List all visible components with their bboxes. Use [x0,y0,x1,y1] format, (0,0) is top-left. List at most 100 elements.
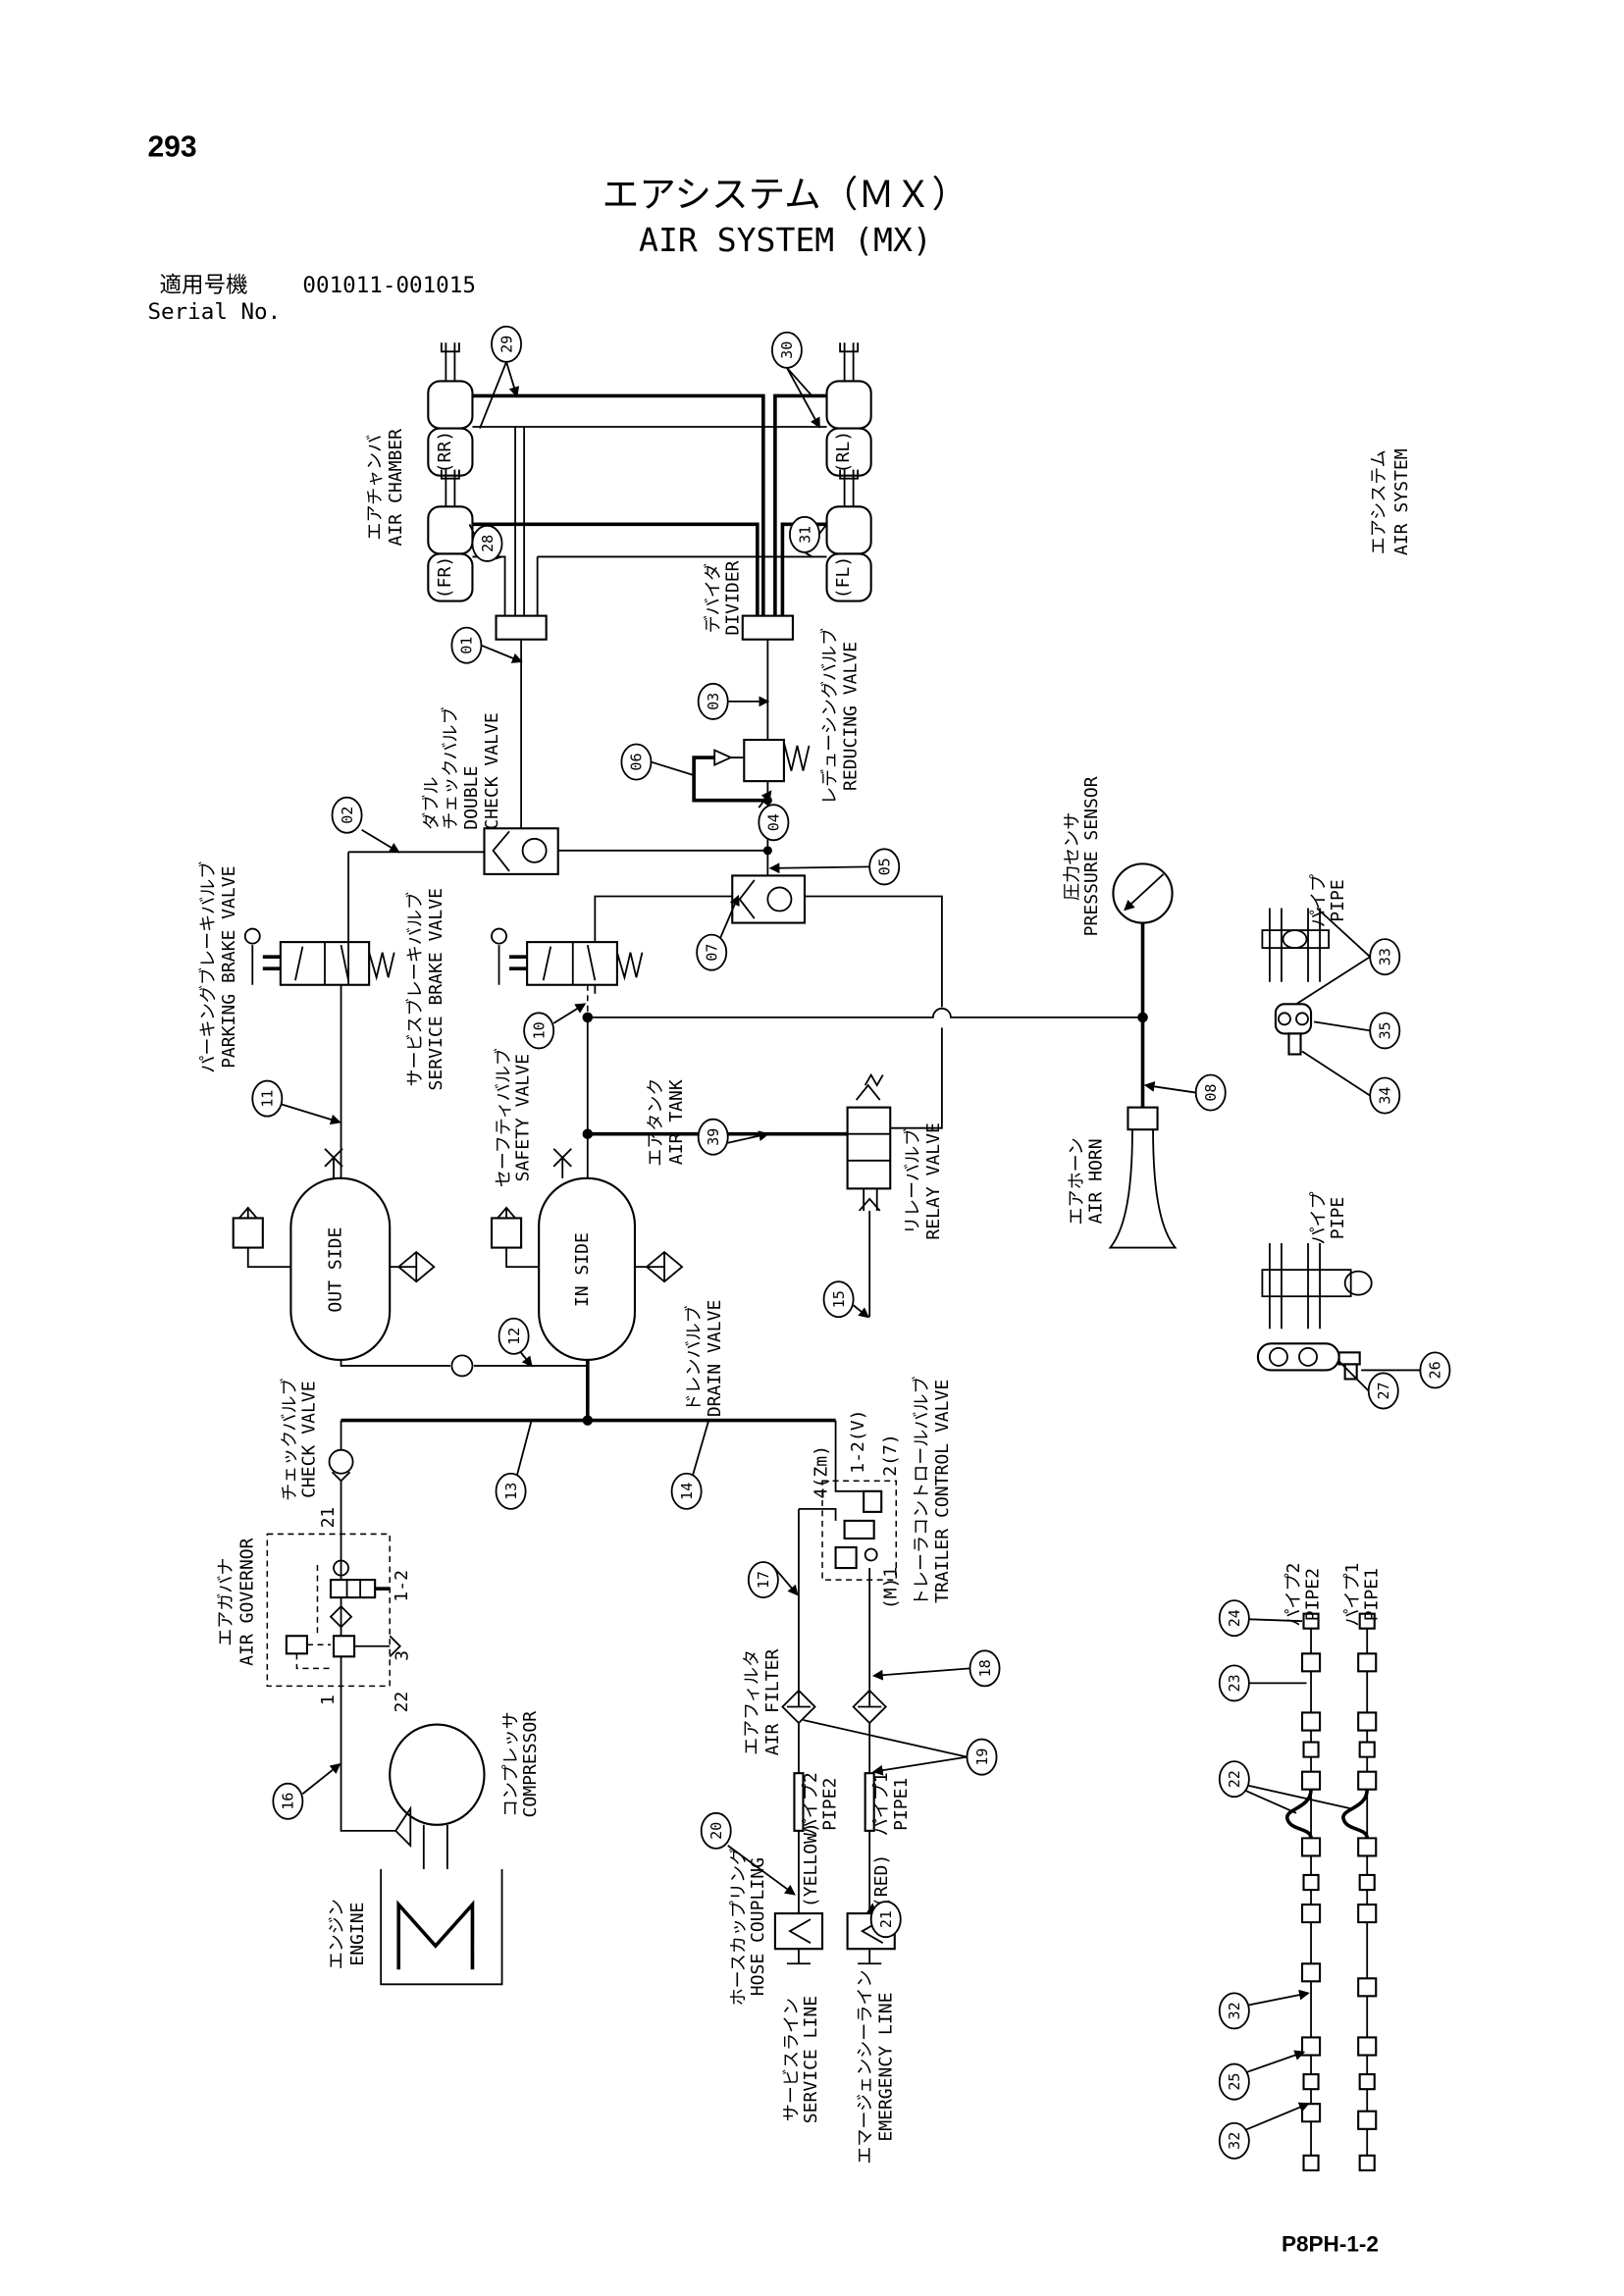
pipe2-label: パイプ2 PIPE2 [801,1772,841,1836]
balloon: 02 [331,796,363,834]
double-check-valve-label: ダブル チェックバルブ DOUBLE CHECK VALVE [420,706,502,829]
check-valve-label: チェックバルブ CHECK VALVE [279,1378,320,1500]
svg-text:AIR GOVERNOR: AIR GOVERNOR [236,1538,257,1666]
pressure-sensor [1112,862,1174,1108]
trailer-control-valve-ports: 4(Zm) 1-2(V) 2(7) (M)1 [812,1410,902,1610]
svg-text:28: 28 [479,535,497,552]
svg-text:サービスブレーキバルブ: サービスブレーキバルブ [404,892,426,1087]
trailer-control-valve [798,1480,898,1707]
svg-text:(RR): (RR) [435,431,455,473]
relay-valve-label: リレーバルブ RELAY VALVE [902,1122,944,1240]
air-tank-inside: IN SIDE [490,1148,684,1421]
pressure-sensor-label: 圧力センサ PRESSURE SENSOR [1062,776,1102,936]
svg-text:(M)1: (M)1 [880,1567,901,1609]
svg-text:AIR FILTER: AIR FILTER [762,1648,783,1755]
balloon: 29 [491,325,523,363]
svg-text:32: 32 [1226,2002,1243,2019]
svg-text:エアシステム: エアシステム [1369,449,1389,554]
compressor-label: コンプレッサ COMPRESSOR [501,1711,542,1818]
svg-text:OUT SIDE: OUT SIDE [326,1227,346,1313]
balloon: 18 [969,1649,1001,1688]
balloon: 03 [697,682,729,720]
svg-text:11: 11 [259,1090,277,1108]
svg-text:エアタンク: エアタンク [646,1078,666,1167]
svg-text:CHECK VALVE: CHECK VALVE [482,712,502,830]
service-line-label: サービスライン SERVICE LINE [781,1996,821,2123]
pipe-clamp-detail-b [1256,1243,1373,1381]
serial-range: 001011-001015 [302,273,475,298]
engine-label: エンジン ENGINE [327,1899,368,1969]
svg-text:(YELLOW): (YELLOW) [801,1822,821,1907]
svg-text:22: 22 [1226,1770,1243,1788]
hose-coupling-label: ホースカップリング HOSE COUPLING [728,1848,768,2007]
hose-coupling-service: (YELLOW) [773,1822,824,1965]
hose-detail-pipe2 [1285,1612,1322,2171]
svg-text:エアガバナ: エアガバナ [216,1558,236,1646]
svg-text:35: 35 [1377,1021,1394,1039]
svg-text:14: 14 [678,1483,696,1500]
document-code: P8PH-1-2 [1282,2232,1379,2257]
svg-text:32: 32 [1226,2132,1243,2150]
balloon: 34 [1369,1076,1401,1115]
svg-text:パイプ2: パイプ2 [801,1772,821,1836]
title-jp: エアシステム（ＭＸ） [602,173,969,216]
balloon: 08 [1194,1073,1227,1112]
svg-text:PIPE: PIPE [1328,879,1348,921]
svg-text:25: 25 [1226,2073,1243,2091]
air-governor-label: エアガバナ AIR GOVERNOR [216,1538,257,1666]
detail-pipe2-label: パイプ2 PIPE2 [1283,1563,1324,1627]
compressor [389,1723,486,1869]
svg-text:18: 18 [976,1659,994,1677]
svg-text:4(Zm): 4(Zm) [812,1445,832,1498]
balloon: 04 [758,804,790,842]
service-brake-valve-label: サービスブレーキバルブ SERVICE BRAKE VALVE [404,888,446,1090]
trailer-control-valve-label: トレーラコントロールバルブ TRAILER CONTROL VALVE [911,1377,953,1607]
svg-text:ENGINE: ENGINE [347,1903,368,1966]
svg-text:パイプ1: パイプ1 [1342,1563,1363,1627]
svg-text:08: 08 [1202,1084,1220,1102]
balloon: 32 [1218,2121,1250,2160]
svg-text:コンプレッサ: コンプレッサ [501,1711,522,1817]
svg-text:26: 26 [1427,1361,1444,1379]
svg-text:(FL): (FL) [833,556,854,599]
parking-brake-valve [243,852,395,1310]
divider-label: デバイダ DIVIDER [704,560,744,635]
svg-text:パイプ2: パイプ2 [1283,1563,1304,1627]
svg-text:COMPRESSOR: COMPRESSOR [520,1711,541,1818]
svg-text:DOUBLE: DOUBLE [461,766,482,830]
check-valve-05 [594,874,943,1129]
main-line [340,1415,837,1482]
svg-text:パイプ1: パイプ1 [871,1772,892,1836]
svg-text:21: 21 [877,1910,895,1928]
svg-text:デバイダ: デバイダ [704,563,724,633]
svg-text:IN SIDE: IN SIDE [572,1232,593,1307]
air-tank-outside: OUT SIDE [232,1148,588,1378]
svg-text:(RED): (RED) [871,1854,892,1907]
balloon: 31 [789,515,820,553]
svg-text:AIR TANK: AIR TANK [666,1079,687,1165]
air-chamber-rl: (RL) [825,342,872,477]
title-en: AIR SYSTEM (MX) [639,221,932,259]
drain-valve-label: ドレンバルブ DRAIN VALVE [683,1300,725,1418]
svg-text:リレーバルブ: リレーバルブ [902,1128,923,1234]
emergency-line-label: エマージェンシーライン EMERGENCY LINE [856,1970,897,2165]
balloon: 26 [1419,1351,1451,1389]
svg-text:01: 01 [458,637,476,654]
svg-text:パイプ: パイプ [1309,1191,1330,1244]
svg-text:EMERGENCY LINE: EMERGENCY LINE [876,1993,897,2142]
svg-text:ホースカップリング: ホースカップリング [728,1848,749,2007]
page-number: 293 [147,131,196,164]
svg-text:DRAIN VALVE: DRAIN VALVE [705,1300,725,1418]
detail-pipe1-label: パイプ1 PIPE1 [1342,1563,1383,1627]
svg-text:07: 07 [703,944,720,962]
svg-text:3: 3 [392,1650,412,1661]
svg-text:PRESSURE SENSOR: PRESSURE SENSOR [1081,776,1102,936]
balloon: 23 [1218,1664,1250,1702]
air-filters [781,1689,888,1914]
svg-text:ドレンバルブ: ドレンバルブ [683,1305,705,1411]
svg-text:AIR HORN: AIR HORN [1085,1138,1106,1224]
svg-text:セーフティバルブ: セーフティバルブ [493,1048,514,1187]
serial-label-jp: 適用号機 [159,273,247,298]
balloon: 15 [822,1280,855,1319]
